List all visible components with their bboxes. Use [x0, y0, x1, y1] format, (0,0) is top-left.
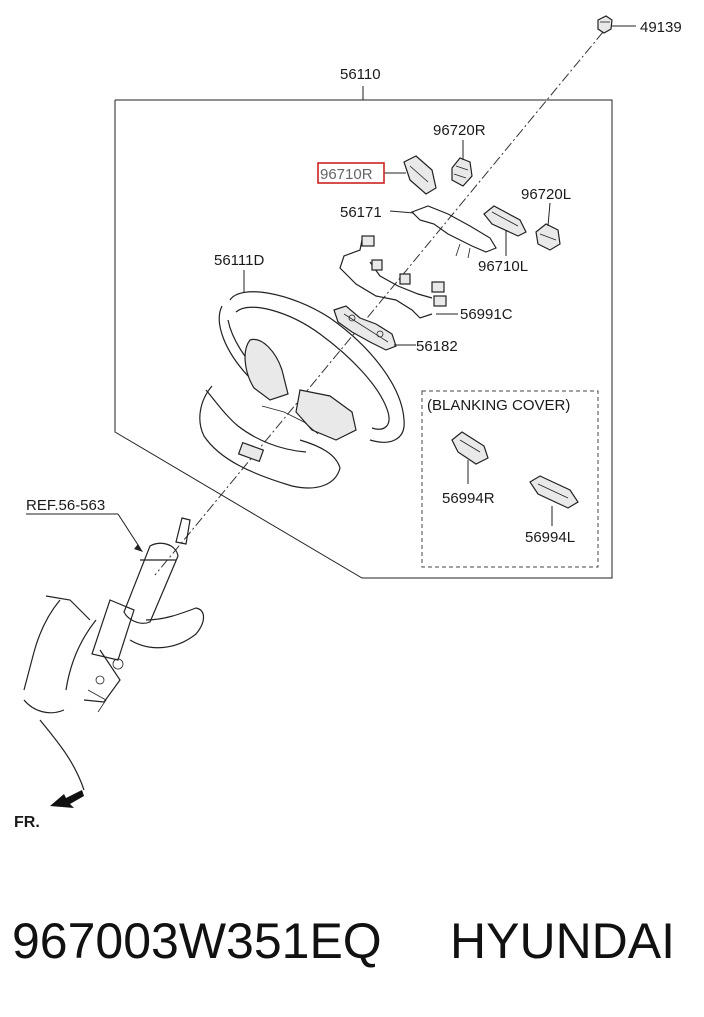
label-96710l: 96710L: [478, 258, 528, 275]
label-56111d: 56111D: [214, 252, 264, 269]
blanking-cover-56994l-icon[interactable]: [529, 475, 579, 509]
brand-text: HYUNDAI: [450, 913, 675, 969]
label-96720l: 96720L: [521, 186, 571, 203]
steering-wheel-56111d-icon[interactable]: [199, 291, 405, 489]
highlight-box-96710r: [317, 162, 385, 184]
front-arrow-icon: [50, 790, 84, 808]
label-56182: 56182: [416, 338, 458, 355]
harness-56991c-icon[interactable]: [339, 235, 447, 319]
label-56994l: 56994L: [525, 529, 575, 546]
center-axis-line: [154, 31, 604, 576]
label-ref: REF.56-563: [26, 497, 105, 514]
blanking-cover-56994r-icon[interactable]: [451, 431, 489, 465]
label-96710r[interactable]: 96710R: [320, 166, 373, 183]
label-fr: FR.: [14, 814, 40, 831]
blanking-cover-box: [421, 390, 599, 568]
label-96720r: 96720R: [433, 122, 486, 139]
label-56991c: 56991C: [460, 306, 513, 323]
bezel-56171-icon[interactable]: [410, 205, 497, 259]
label-56171: 56171: [340, 204, 382, 221]
part-number-text: 967003W351EQ: [12, 913, 382, 969]
switch-96720r-icon[interactable]: [451, 157, 473, 187]
label-49139: 49139: [640, 19, 682, 36]
switch-96720l-icon[interactable]: [535, 223, 561, 251]
assembly-outline: [114, 99, 613, 579]
bracket-56182-icon[interactable]: [333, 305, 397, 351]
switch-96710r-icon[interactable]: [403, 155, 437, 195]
switch-96710l-icon[interactable]: [483, 205, 527, 237]
nut-49139-icon[interactable]: [597, 15, 613, 34]
steering-column-icon[interactable]: [23, 517, 205, 791]
label-blanking-cover: (BLANKING COVER): [427, 397, 570, 414]
label-56994r: 56994R: [442, 490, 495, 507]
label-56110: 56110: [340, 66, 381, 83]
